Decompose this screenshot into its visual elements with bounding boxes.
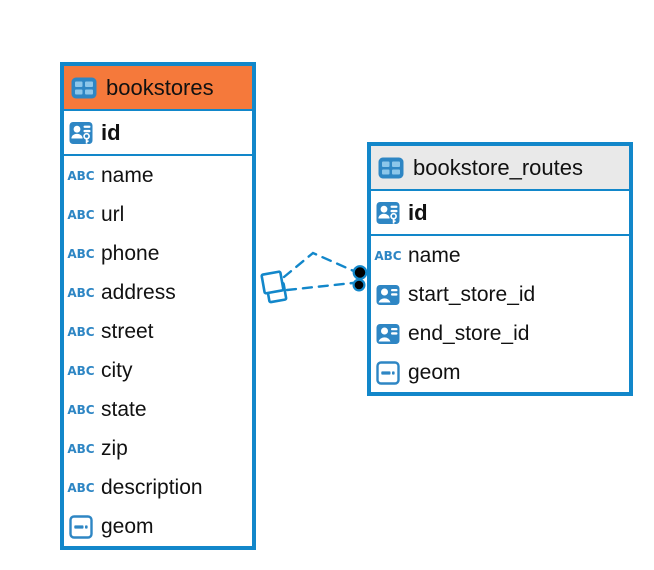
column-name: phone	[101, 241, 160, 265]
text-type-icon: ABC	[67, 207, 95, 222]
relationship-source-marker[interactable]	[260, 270, 288, 304]
table-icon	[70, 77, 98, 99]
text-type-icon: ABC	[67, 324, 95, 339]
relationship-target-dot-upper[interactable]	[352, 265, 368, 280]
text-type-icon: ABC	[67, 363, 95, 378]
ref-user-icon	[374, 283, 402, 307]
table-icon	[377, 157, 405, 179]
column-row[interactable]: geom	[371, 353, 629, 392]
column-name: geom	[101, 514, 154, 538]
object-type-icon	[67, 515, 95, 539]
table-bookstores[interactable]: bookstores id ABC name ABC url ABC phone…	[60, 62, 256, 550]
column-name: id	[408, 199, 428, 225]
column-row[interactable]: start_store_id	[371, 275, 629, 314]
relationship-target-dot-lower[interactable]	[352, 278, 366, 292]
text-type-icon: ABC	[67, 168, 95, 183]
column-row[interactable]: ABC city	[64, 351, 252, 390]
column-name: start_store_id	[408, 282, 536, 306]
column-row[interactable]: ABC name	[371, 236, 629, 275]
table-header[interactable]: bookstore_routes	[371, 146, 629, 191]
column-row[interactable]: ABC name	[64, 156, 252, 195]
table-name: bookstores	[106, 74, 214, 100]
column-name: street	[101, 319, 154, 343]
column-row[interactable]: ABC description	[64, 468, 252, 507]
column-row[interactable]: ABC url	[64, 195, 252, 234]
primary-key-row[interactable]: id	[64, 111, 252, 156]
column-name: geom	[408, 360, 461, 384]
column-name: zip	[101, 436, 128, 460]
column-name: city	[101, 358, 133, 382]
text-type-icon: ABC	[67, 441, 95, 456]
primary-key-user-icon	[374, 201, 402, 225]
text-type-icon: ABC	[67, 402, 95, 417]
table-name: bookstore_routes	[413, 154, 583, 180]
column-row[interactable]: ABC address	[64, 273, 252, 312]
column-name: url	[101, 202, 125, 226]
text-type-icon: ABC	[67, 246, 95, 261]
column-name: state	[101, 397, 147, 421]
column-row[interactable]: ABC phone	[64, 234, 252, 273]
column-name: name	[408, 243, 461, 267]
table-bookstore-routes[interactable]: bookstore_routes id ABC name start_store…	[367, 142, 633, 396]
ref-user-icon	[374, 322, 402, 346]
table-header[interactable]: bookstores	[64, 66, 252, 111]
column-name: address	[101, 280, 176, 304]
column-row[interactable]: geom	[64, 507, 252, 546]
source-square-front[interactable]	[260, 270, 285, 295]
primary-key-user-icon	[67, 121, 95, 145]
columns-list: ABC name start_store_id end_store_id geo…	[371, 236, 629, 392]
text-type-icon: ABC	[67, 285, 95, 300]
column-name: id	[101, 119, 121, 145]
column-name: description	[101, 475, 203, 499]
text-type-icon: ABC	[67, 480, 95, 495]
column-row[interactable]: ABC state	[64, 390, 252, 429]
column-name: end_store_id	[408, 321, 530, 345]
column-row[interactable]: ABC street	[64, 312, 252, 351]
object-type-icon	[374, 361, 402, 385]
primary-key-row[interactable]: id	[371, 191, 629, 236]
text-type-icon: ABC	[374, 248, 402, 263]
column-row[interactable]: ABC zip	[64, 429, 252, 468]
relationship-line-upper[interactable]	[282, 251, 358, 279]
column-name: name	[101, 163, 154, 187]
columns-list: ABC name ABC url ABC phone ABC address A…	[64, 156, 252, 546]
relationship-line-lower[interactable]	[285, 281, 355, 292]
column-row[interactable]: end_store_id	[371, 314, 629, 353]
